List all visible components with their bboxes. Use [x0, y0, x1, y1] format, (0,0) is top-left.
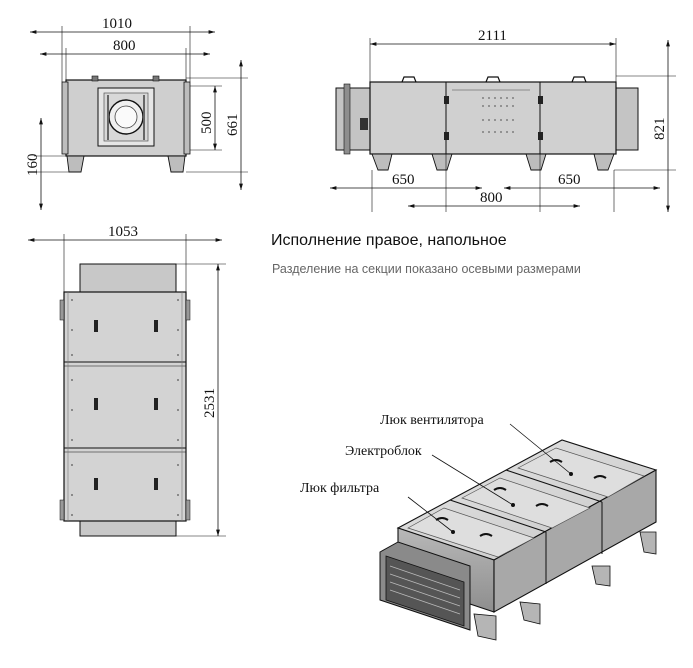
front-height-mid-label: 500: [199, 112, 215, 135]
front-width-inner-label: 800: [113, 38, 136, 54]
side-section-right-label: 650: [558, 172, 581, 188]
front-width-outer-label: 1010: [102, 16, 132, 32]
callout-electric-block: Электроблок: [345, 444, 422, 459]
callout-fan-hatch: Люк вентилятора: [380, 413, 484, 428]
side-view: 2111 821 650 800 650: [330, 28, 676, 212]
side-section-mid-label: 800: [480, 190, 503, 206]
front-leg-height-label: 160: [25, 154, 41, 177]
side-height-label: 821: [652, 118, 668, 141]
page-title: Исполнение правое, напольное: [271, 232, 507, 249]
isometric-view: Люк вентилятора Электроблок Люк фильтра: [300, 413, 658, 641]
front-view: 1010 800 500 661 160: [25, 16, 248, 210]
top-width-label: 1053: [108, 224, 138, 240]
top-view: 1053 2531: [27, 224, 226, 537]
side-length-label: 2111: [478, 28, 507, 44]
front-height-total-label: 661: [225, 114, 241, 137]
top-length-label: 2531: [202, 388, 218, 418]
side-section-left-label: 650: [392, 172, 415, 188]
callout-filter-hatch: Люк фильтра: [300, 481, 380, 496]
page-subtitle: Разделение на секции показано осевыми ра…: [272, 262, 581, 276]
